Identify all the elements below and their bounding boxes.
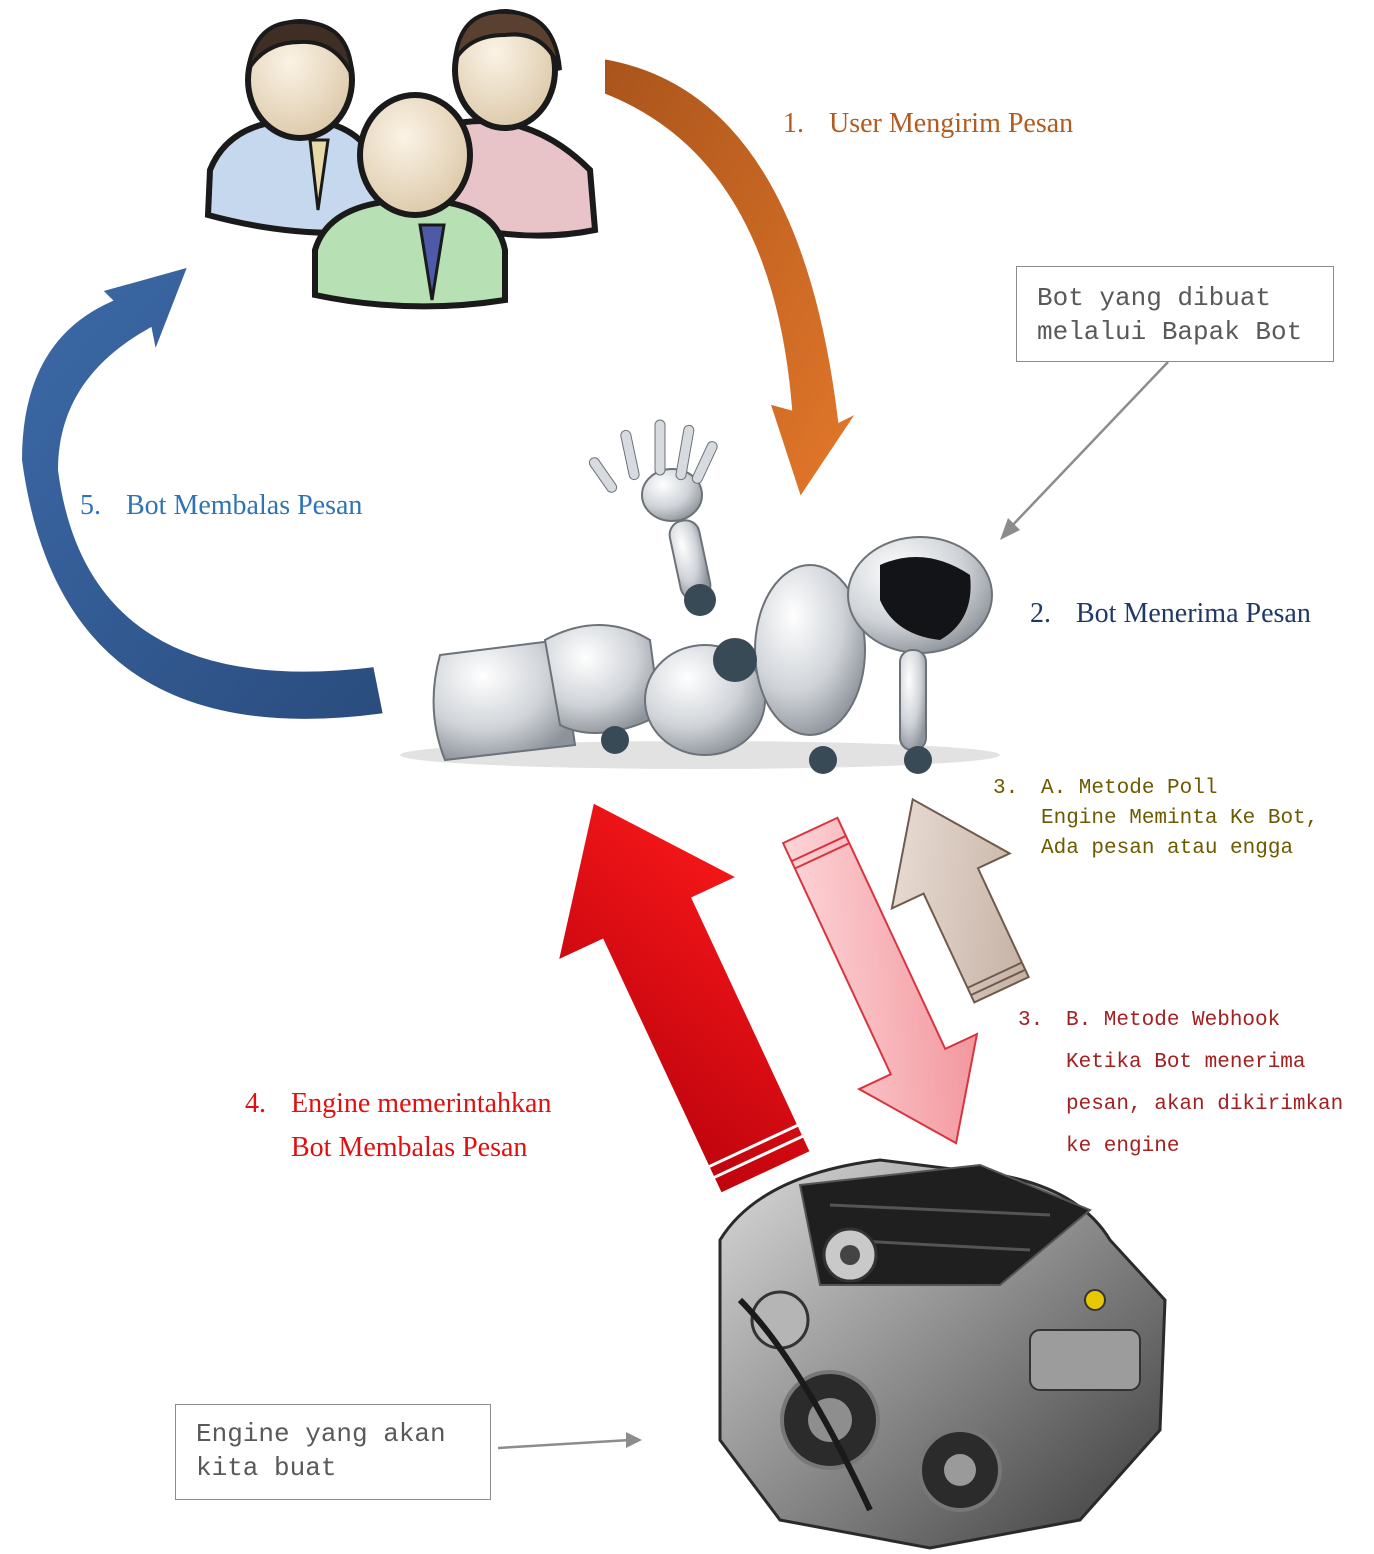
step-4-label: 4. Engine memerintahkan Bot Membalas Pes…: [245, 1082, 551, 1170]
step-1-number: 1.: [783, 108, 804, 139]
arrow-user-to-bot: [601, 54, 866, 505]
step-3a-number: 3.: [993, 777, 1019, 800]
step-3a-line-3: Ada pesan atau engga: [1041, 837, 1294, 860]
step-4-line-1: Engine memerintahkan: [291, 1088, 552, 1119]
step-3b-line-1: B. Metode Webhook: [1066, 1009, 1281, 1032]
callout-engine-pointer: [497, 1432, 642, 1450]
step-3b-label: 3. B. Metode Webhook Ketika Bot menerima…: [1018, 1000, 1343, 1168]
callout-bot: Bot yang dibuat melalui Bapak Bot: [1016, 266, 1334, 362]
arrow-poll-engine-to-bot: [890, 797, 1031, 1004]
callout-engine: Engine yang akan kita buat: [175, 1404, 491, 1500]
step-3b-line-3: pesan, akan dikirimkan: [1066, 1093, 1344, 1116]
step-3b-line-2: Ketika Bot menerima: [1066, 1051, 1306, 1074]
step-5-label: 5. Bot Membalas Pesan: [80, 490, 362, 522]
arrow-webhook-bot-to-engine: [781, 816, 979, 1145]
step-3a-label: 3. A. Metode Poll Engine Meminta Ke Bot,…: [993, 774, 1318, 864]
step-3b-line-4: ke engine: [1066, 1135, 1180, 1158]
step-3a-line-2: Engine Meminta Ke Bot,: [1041, 807, 1319, 830]
callout-engine-line-2: kita buat: [196, 1453, 337, 1483]
robot-icon: [400, 419, 1000, 774]
arrow-engine-command-bot: [554, 799, 814, 1197]
step-2-label: 2. Bot Menerima Pesan: [1030, 598, 1311, 630]
callout-bot-line-1: Bot yang dibuat: [1037, 283, 1272, 313]
step-5-text: Bot Membalas Pesan: [126, 490, 363, 521]
arrow-bot-to-user: [17, 262, 388, 723]
step-3b-number: 3.: [1018, 1009, 1044, 1032]
step-5-number: 5.: [80, 490, 101, 521]
engine-icon: [718, 1158, 1167, 1550]
callout-engine-line-1: Engine yang akan: [196, 1419, 446, 1449]
step-4-line-2: Bot Membalas Pesan: [291, 1132, 528, 1163]
step-2-text: Bot Menerima Pesan: [1076, 598, 1311, 629]
users-icon: [204, 9, 599, 310]
step-1-text: User Mengirim Pesan: [829, 108, 1074, 139]
callout-bot-pointer: [1000, 361, 1169, 540]
step-1-label: 1. User Mengirim Pesan: [783, 108, 1073, 140]
step-4-number: 4.: [245, 1088, 266, 1119]
step-2-number: 2.: [1030, 598, 1051, 629]
callout-bot-line-2: melalui Bapak Bot: [1037, 317, 1303, 347]
step-3a-line-1: A. Metode Poll: [1041, 777, 1218, 800]
